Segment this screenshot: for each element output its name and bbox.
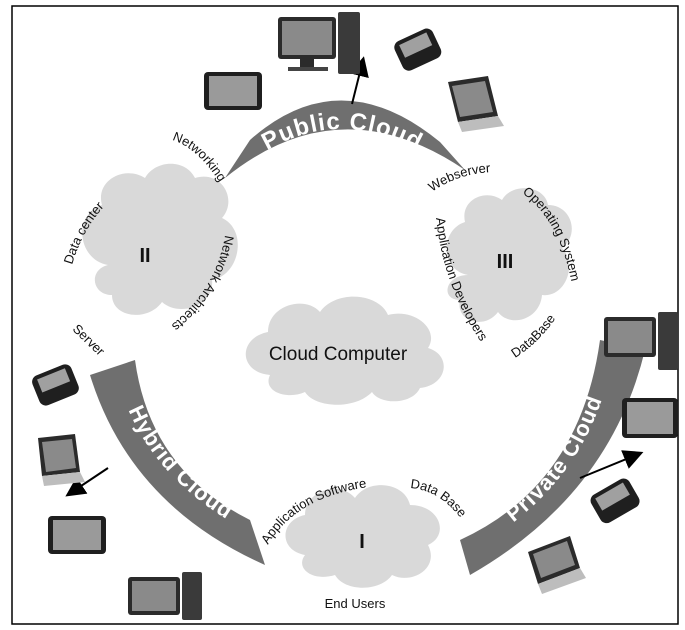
laptop-icon (528, 536, 586, 594)
laptop-icon (448, 76, 504, 132)
private-cloud-arrow (579, 450, 644, 479)
cloud-one: I (285, 485, 440, 588)
cloud-two-numeral: II (139, 245, 150, 267)
public-cloud-label: Public Cloud (257, 108, 427, 156)
cloud-two-label-bottom: Server (70, 321, 108, 359)
cloud-one-numeral: I (359, 531, 365, 553)
laptop-icon (38, 434, 85, 486)
cloud-two: II (82, 163, 238, 315)
smartphone-icon (590, 478, 640, 524)
cloud-one-label-bottom: End Users (325, 596, 386, 611)
tablet-icon (204, 72, 262, 110)
desktop-computer-icon (278, 12, 360, 74)
cloud-three-numeral: III (497, 251, 514, 273)
cloud-three: III (446, 188, 572, 322)
center-cloud-label: Cloud Computer (269, 344, 408, 365)
smartphone-icon (394, 28, 442, 71)
public-cloud-arc (225, 100, 465, 178)
desktop-computer-icon (604, 312, 678, 370)
hybrid-cloud-arrow (65, 467, 109, 497)
tablet-icon (48, 516, 106, 554)
private-cloud-arc (460, 340, 645, 575)
desktop-computer-icon (128, 572, 202, 620)
tablet-icon (622, 398, 678, 438)
public-cloud-arrow (349, 56, 369, 105)
smartphone-icon (32, 364, 79, 406)
hybrid-cloud-arc (90, 360, 265, 565)
center-cloud: Cloud Computer (245, 296, 444, 405)
